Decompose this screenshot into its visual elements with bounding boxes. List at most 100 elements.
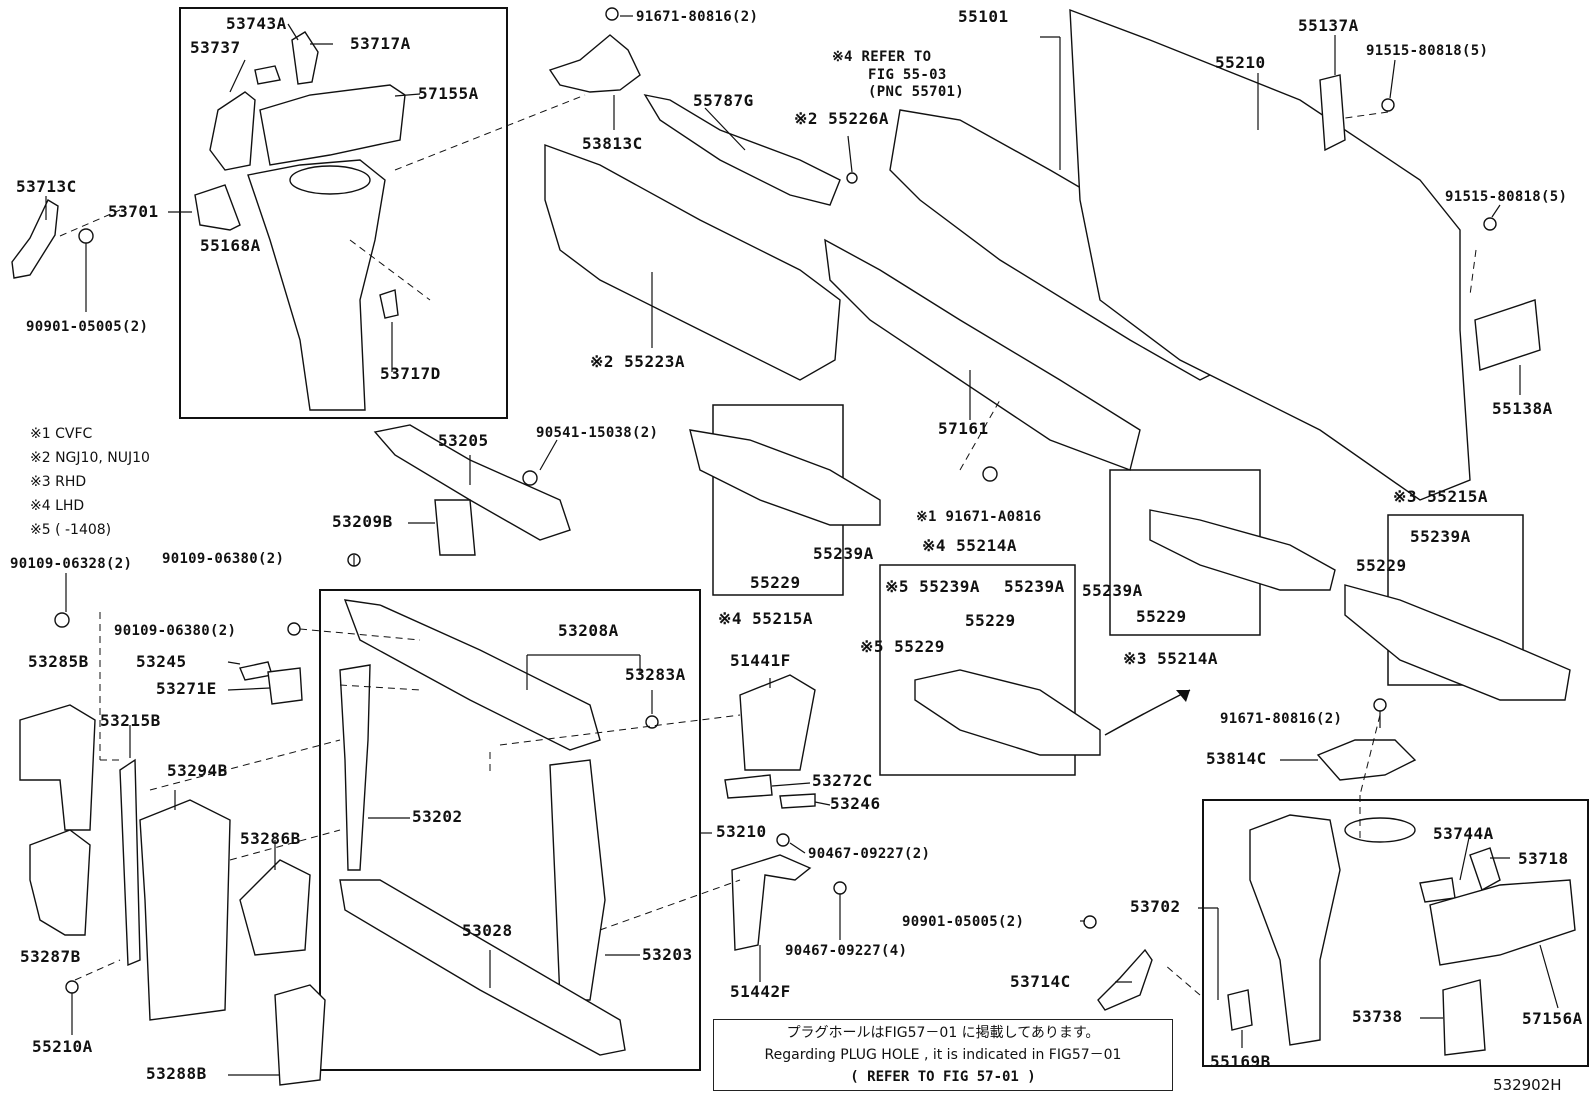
variant-legend: ※1 CVFC ※2 NGJ10, NUJ10 ※3 RHD ※4 LHD ※5…	[30, 422, 150, 542]
callout-53288B: 53288B	[146, 1064, 207, 1083]
part-53203	[549, 759, 606, 1001]
part-53209B	[434, 499, 476, 556]
callout-55169B: 55169B	[1210, 1052, 1271, 1071]
callout-55215A-left: ※4 55215A	[718, 609, 813, 628]
callout-91671-80816-top: 91671-80816(2)	[636, 9, 759, 25]
dash-line	[1359, 714, 1381, 796]
callout-91671-80816-right: 91671-80816(2)	[1220, 711, 1343, 727]
callout-55229-a: 55229	[750, 573, 801, 592]
part-53285B	[19, 704, 96, 831]
callout-51442F: 51442F	[730, 982, 791, 1001]
part-53205	[373, 424, 571, 541]
part-55168A	[194, 184, 241, 231]
clip-90467-a	[776, 833, 790, 847]
direction-arrowhead	[1176, 690, 1190, 702]
callout-55223A: ※2 55223A	[590, 352, 685, 371]
bolt-91515-top	[1381, 98, 1395, 112]
callout-90109-06380-top: 90109-06380(2)	[162, 551, 285, 567]
callout-55787G: 55787G	[693, 91, 754, 110]
leader	[814, 801, 831, 806]
part-53702-dome	[1344, 817, 1416, 843]
callout-53737: 53737	[190, 38, 241, 57]
legend-item: ※4 LHD	[30, 498, 85, 514]
callout-53287B: 53287B	[20, 947, 81, 966]
part-55214A-left-seal	[914, 669, 1101, 756]
part-53271E	[267, 667, 303, 705]
callout-53717A: 53717A	[350, 34, 411, 53]
part-53286B	[239, 859, 311, 956]
bolt-91671-right	[1373, 698, 1387, 712]
part-53744A	[1419, 877, 1456, 903]
callout-55101-ref-2: FIG 55-03	[868, 67, 947, 83]
dash-line	[959, 399, 1001, 471]
dash-line	[599, 879, 741, 931]
callout-55229-e: 55229	[1356, 556, 1407, 575]
part-53713C	[11, 199, 59, 279]
part-55210	[1069, 8, 1471, 501]
note-reference-link[interactable]: ( REFER TO FIG 57-01 )	[850, 1069, 1036, 1085]
leader	[704, 107, 746, 151]
group-box-right-apron	[1202, 799, 1589, 1067]
callout-53210: 53210	[716, 822, 767, 841]
callout-53744A: 53744A	[1433, 824, 1494, 843]
part-53717D	[379, 289, 399, 319]
callout-53245: 53245	[136, 652, 187, 671]
part-51442F	[731, 854, 812, 951]
part-55214A-right-seal	[1149, 509, 1336, 591]
part-53245	[239, 661, 273, 681]
bolt-91671-A0816	[982, 466, 998, 482]
callout-53717D: 53717D	[380, 364, 441, 383]
legend-item: ※5 ( -1408)	[30, 522, 112, 538]
callout-53209B: 53209B	[332, 512, 393, 531]
callout-53286B: 53286B	[240, 829, 301, 848]
part-53288B	[274, 984, 326, 1086]
part-53814C	[1316, 739, 1417, 781]
leader	[394, 93, 421, 97]
callout-90467-09227-2: 90467-09227(2)	[808, 846, 931, 862]
dash-line	[1469, 249, 1477, 296]
leader	[771, 782, 811, 787]
callout-91671-A0816: ※1 91671-A0816	[916, 509, 1042, 525]
callout-53702: 53702	[1130, 897, 1181, 916]
callout-53271E: 53271E	[156, 679, 217, 698]
callout-57161: 57161	[938, 419, 989, 438]
callout-55239A-a: 55239A	[813, 544, 874, 563]
part-53701	[247, 159, 386, 411]
leader	[1389, 59, 1396, 99]
callout-53813C: 53813C	[582, 134, 643, 153]
clip-55226A	[846, 172, 858, 184]
part-53718	[1469, 847, 1501, 892]
bolt-90109-c	[287, 622, 301, 636]
bolt-90901-left	[78, 228, 94, 244]
leader	[1459, 832, 1471, 881]
dash-line	[74, 959, 121, 981]
part-53813C	[548, 34, 641, 93]
part-53246	[779, 793, 816, 809]
callout-55229-b: 55229	[965, 611, 1016, 630]
part-53028	[339, 879, 626, 1056]
callout-55229-d: 55229	[1136, 607, 1187, 626]
dash-line	[1164, 964, 1201, 996]
callout-91515-80818-right: 91515-80818(5)	[1445, 189, 1568, 205]
leader	[229, 59, 246, 93]
group-box-left-apron	[179, 7, 508, 419]
callout-53246: 53246	[830, 794, 881, 813]
callout-55168A: 55168A	[200, 236, 261, 255]
part-55169B	[1227, 989, 1253, 1031]
callout-53208A: 53208A	[558, 621, 619, 640]
part-55239A-left	[689, 429, 881, 526]
bolt-90109-a	[54, 612, 70, 628]
figure-id: 532902H	[1493, 1076, 1562, 1094]
callout-55215A-right: ※3 55215A	[1393, 487, 1488, 506]
callout-55101-ref-3: (PNC 55701)	[868, 84, 965, 100]
group-box-radiator-support	[319, 589, 701, 1071]
callout-53738: 53738	[1352, 1007, 1403, 1026]
plug-hole-note: プラグホールはFIG57－01 に掲載してあります。 Regarding PLU…	[713, 1019, 1173, 1091]
callout-55138A: 55138A	[1492, 399, 1553, 418]
part-53701-dome	[289, 165, 371, 195]
callout-90901-05005-right: 90901-05005(2)	[902, 914, 1025, 930]
callout-53701: 53701	[108, 202, 159, 221]
callout-90541-15038: 90541-15038(2)	[536, 425, 659, 441]
part-53294B	[139, 799, 231, 1021]
